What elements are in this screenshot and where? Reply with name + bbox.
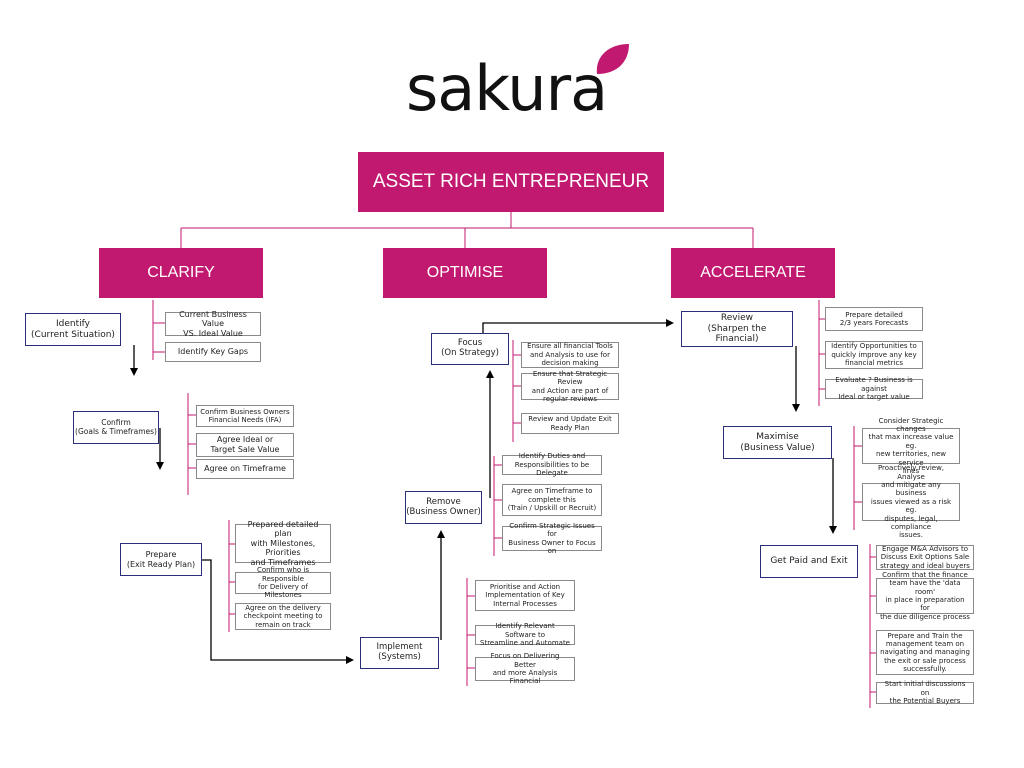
item-forecasts: Prepare detailed 2/3 years Forecasts — [825, 307, 923, 331]
stage-identify: Identify (Current Situation) — [25, 313, 121, 346]
item-detailed-plan: Prepared detailed plan with Milestones, … — [235, 520, 331, 567]
item-agree-timeframe: Agree on Timeframe to complete this (Tra… — [502, 484, 602, 516]
category-clarify: CLARIFY — [99, 248, 263, 298]
main-title: ASSET RICH ENTREPRENEUR — [358, 152, 664, 212]
item-analysis: Focus on Delivering Better and more Anal… — [475, 652, 575, 685]
stage-remove: Remove (Business Owner) — [405, 491, 482, 524]
category-accelerate: ACCELERATE — [671, 248, 835, 298]
item-update-plan: Review and Update Exit Ready Plan — [521, 413, 619, 434]
item-potential-buyers: Start initial discussions on the Potenti… — [876, 680, 974, 705]
item-strategic-issues: Confirm Strategic Issues for Business Ow… — [502, 522, 602, 555]
item-evaluate: Evaluate ? Business is against Ideal or … — [825, 376, 923, 401]
logo-wordmark: sakura — [406, 52, 608, 125]
item-target-value: Agree Ideal or Target Sale Value — [196, 433, 294, 457]
item-duties: Identify Duties and Responsibilities to … — [502, 452, 602, 477]
item-software: Identify Relevant Software to Streamline… — [475, 622, 575, 647]
sakura-logo: sakura — [398, 38, 638, 128]
item-strategic-changes: Consider Strategic changes that max incr… — [862, 417, 960, 475]
item-timeframe: Agree on Timeframe — [196, 459, 294, 479]
stage-implement: Implement (Systems) — [360, 637, 439, 669]
item-checkpoint: Agree on the delivery checkpoint meeting… — [235, 603, 331, 630]
stage-prepare: Prepare (Exit Ready Plan) — [120, 543, 202, 576]
item-financial-needs: Confirm Business Owners Financial Needs … — [196, 405, 294, 427]
category-optimise: OPTIMISE — [383, 248, 547, 298]
item-responsible: Confirm who is Responsible for Delivery … — [235, 566, 331, 599]
stage-review: Review (Sharpen the Financial) — [681, 311, 793, 347]
item-engage-advisors: Engage M&A Advisors to Discuss Exit Opti… — [876, 545, 974, 570]
stage-confirm: Confirm (Goals & Timeframes) — [73, 411, 159, 444]
stage-get-paid-exit: Get Paid and Exit — [760, 545, 858, 578]
item-train-team: Prepare and Train the management team on… — [876, 630, 974, 675]
item-financial-tools: Ensure all financial Tools and Analysis … — [521, 342, 619, 368]
item-current-value: Current Business Value VS. Ideal Value — [165, 310, 261, 338]
item-opportunities: Identify Opportunities to quickly improv… — [825, 341, 923, 369]
item-prioritise: Prioritise and Action Implementation of … — [475, 580, 575, 611]
item-strategic-review: Ensure that Strategic Review and Action … — [521, 370, 619, 403]
item-key-gaps: Identify Key Gaps — [165, 342, 261, 362]
item-data-room: Confirm that the finance team have the '… — [876, 571, 974, 621]
stage-maximise: Maximise (Business Value) — [723, 426, 832, 459]
item-mitigate-risk: Proactively review, Analyse and mitigate… — [862, 464, 960, 539]
stage-focus: Focus (On Strategy) — [431, 333, 509, 365]
petal-icon — [596, 44, 629, 74]
